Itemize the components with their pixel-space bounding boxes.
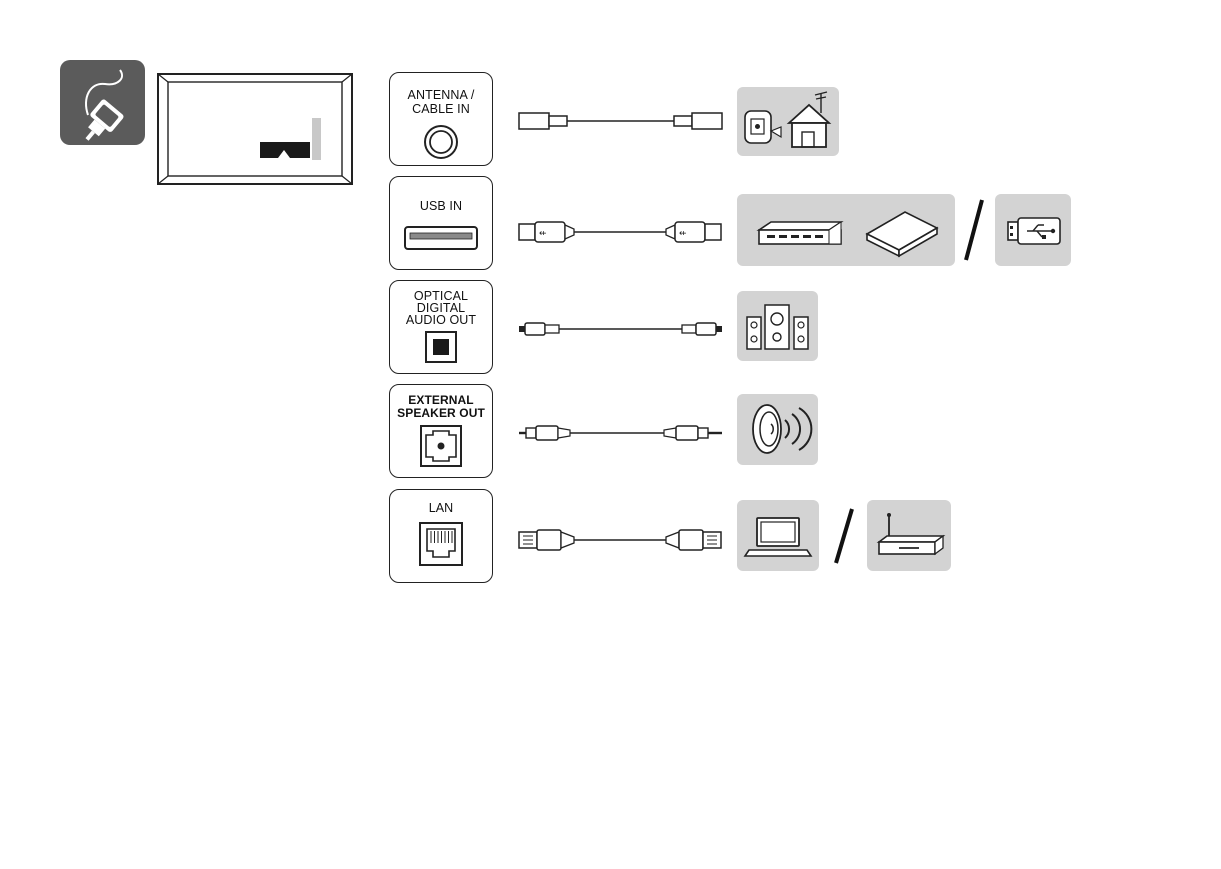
external-hard-drive-icon: [867, 212, 937, 256]
lan-port-label: LAN: [390, 501, 492, 515]
optical-digital-audio-out-port: OPTICAL DIGITAL AUDIO OUT: [389, 280, 493, 374]
usb-in-port: USB IN: [389, 176, 493, 270]
antenna-cable-in-port: ANTENNA / CABLE IN: [389, 72, 493, 166]
or-slash-lan: [828, 505, 858, 567]
usb-storage-devices-tile: [737, 194, 955, 266]
laptop-icon: [737, 500, 819, 571]
external-speaker-out-port: EXTERNAL SPEAKER OUT: [389, 384, 493, 478]
speaker-port-label: EXTERNAL SPEAKER OUT: [390, 394, 492, 420]
optical-port-label: OPTICAL DIGITAL AUDIO OUT: [390, 290, 492, 326]
optical-connector-icon: [424, 330, 458, 364]
router-icon: [867, 500, 951, 571]
speaker-system-icon: [737, 291, 818, 361]
coaxial-cable-icon: [518, 108, 723, 134]
loudspeaker-icon: [737, 394, 818, 465]
svg-text:⇷: ⇷: [539, 229, 547, 239]
usb-port-label: USB IN: [390, 199, 492, 213]
wall-antenna-house-icon: [737, 87, 839, 156]
headphone-jack-icon: [419, 424, 463, 468]
usb-a-socket-icon: [403, 225, 479, 251]
cable-plug-icon: [60, 60, 145, 145]
optical-cable-icon: [518, 318, 723, 340]
lan-port: LAN: [389, 489, 493, 583]
svg-text:⇷: ⇷: [679, 229, 687, 239]
ethernet-cable-icon: [518, 527, 723, 553]
ethernet-rj45-socket-icon: [418, 521, 464, 567]
coaxial-connector-icon: [421, 122, 461, 162]
usb-cable-icon: ⇷ ⇷: [518, 219, 723, 245]
set-top-box-icon: [759, 222, 841, 244]
tv-back-panel-icon: [156, 72, 354, 186]
usb-flash-drive-icon: [995, 194, 1071, 266]
antenna-port-label: ANTENNA / CABLE IN: [390, 88, 492, 116]
audio-3-5mm-cable-icon: [518, 422, 723, 444]
or-slash-usb: [958, 196, 988, 264]
